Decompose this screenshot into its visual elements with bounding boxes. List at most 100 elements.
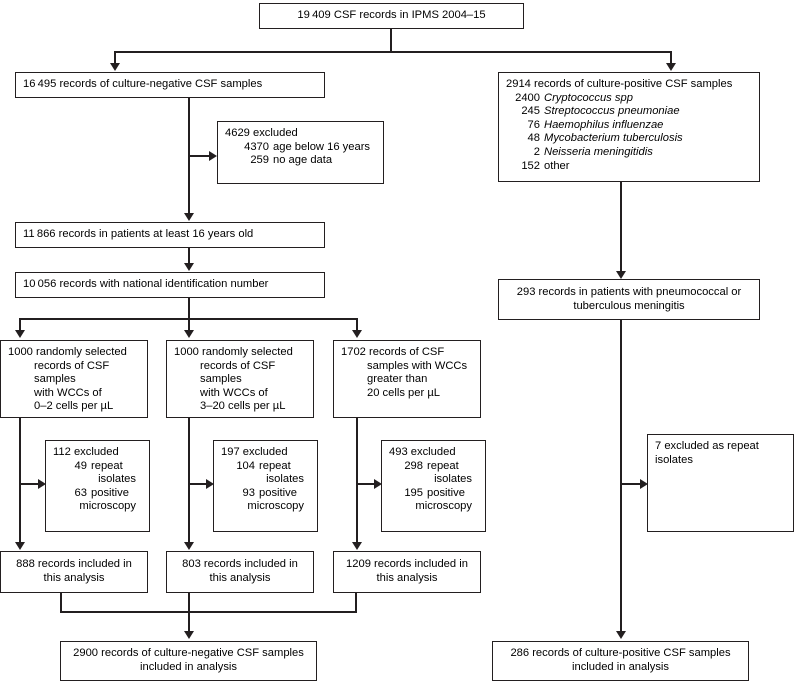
connector-merge-stem: [188, 611, 190, 635]
excluded-low-wrap: microscopy: [79, 500, 136, 513]
node-wcc-mid: 1000 randomly selected records of CSF sa…: [166, 340, 314, 418]
connector-included-low-down: [60, 593, 62, 612]
excluded-repeat-isolates-text: 7 excluded as repeat isolates: [655, 440, 759, 466]
excluded-mid-count: 104: [236, 459, 255, 472]
breakdown-organism: Streptococcus pneumoniae: [544, 105, 680, 118]
excluded-low-text: positive: [91, 486, 129, 499]
excluded-low-count: 49: [74, 459, 87, 472]
final-negative-line2: included in analysis: [139, 661, 238, 673]
node-excluded-repeat-isolates: 7 excluded as repeat isolates: [647, 434, 794, 532]
arrow-to-wcc-mid: [184, 330, 194, 338]
excluded-mid-item: 93 positive: [221, 487, 310, 501]
arrow-to-national-id: [184, 263, 194, 271]
wcc-low-line2: records of CSF samples: [34, 359, 110, 386]
breakdown-count: 152: [521, 159, 540, 172]
breakdown-count: 2400: [515, 91, 540, 104]
wcc-high-line4: 20 cells per µL: [367, 386, 440, 399]
connector-16-to-id: [188, 248, 190, 267]
culture-negative-text: 16 495 records of culture-negative CSF s…: [23, 78, 263, 91]
excluded-mid-wrap: isolates: [266, 473, 304, 486]
excluded-high-text: repeat: [427, 459, 459, 472]
arrow-to-final-positive: [616, 631, 626, 639]
connector-to-excluded-isolates: [620, 483, 642, 485]
arrow-to-excluded-mid: [206, 479, 214, 489]
included-high-line2: this analysis: [376, 572, 438, 584]
node-included-low: 888 records included in this analysis: [0, 551, 148, 593]
excluded-high-text: positive: [427, 486, 465, 499]
excluded-mid-count: 93: [242, 486, 255, 499]
excluded-low-item: 63 positive: [53, 487, 142, 501]
connector-included-high-down: [355, 593, 357, 612]
connector-included-mid-down: [188, 593, 190, 612]
connector-wcc-high-drop: [356, 318, 358, 332]
arrow-to-included-high: [352, 542, 362, 550]
node-national-id: 10 056 records with national identificat…: [15, 272, 325, 298]
connector-meningitis-stem: [620, 320, 622, 635]
excluded-age-count: 4370: [244, 140, 269, 153]
connector-top-right-drop: [670, 51, 672, 65]
connector-positive-stem: [620, 182, 622, 275]
connector-id-stem: [188, 298, 190, 320]
breakdown-organism: Mycobacterium tuberculosis: [544, 132, 683, 145]
arrow-to-wcc-low: [15, 330, 25, 338]
excluded-mid-heading: 197 excluded: [221, 446, 288, 458]
breakdown-count: 2: [533, 145, 540, 158]
connector-wcc-high-stem: [356, 418, 358, 546]
node-culture-positive: 2914 records of culture-positive CSF sam…: [498, 72, 760, 182]
breakdown-organism: Cryptococcus spp: [544, 91, 633, 104]
final-negative-line1: 2900 records of culture-negative CSF sam…: [73, 647, 304, 660]
excluded-mid-text: positive: [259, 486, 297, 499]
node-at-least-16: 11 866 records in patients at least 16 y…: [15, 222, 325, 248]
excluded-low-count: 63: [74, 486, 87, 499]
excluded-mid-text: repeat: [259, 459, 291, 472]
wcc-high-line3: greater than: [367, 373, 428, 386]
excluded-age-count: 259: [250, 154, 269, 167]
wcc-low-line4: 0–2 cells per µL: [34, 400, 114, 413]
connector-wcc-mid-stem: [188, 418, 190, 546]
node-culture-negative: 16 495 records of culture-negative CSF s…: [15, 72, 325, 98]
final-positive-line2: included in analysis: [571, 661, 670, 673]
excluded-high-count: 298: [404, 459, 423, 472]
included-mid-line2: this analysis: [209, 572, 271, 584]
arrow-to-excluded-low: [38, 479, 46, 489]
connector-wcc-low-stem: [19, 418, 21, 546]
excluded-age-item: 4370 age below 16 years: [225, 141, 376, 155]
wcc-mid-line3: with WCCs of: [200, 386, 268, 399]
wcc-mid-line1: 1000 randomly selected: [174, 346, 293, 358]
final-positive-line1: 286 records of culture-positive CSF samp…: [510, 647, 731, 660]
node-final-negative: 2900 records of culture-negative CSF sam…: [60, 641, 317, 681]
arrow-to-wcc-high: [352, 330, 362, 338]
wcc-low-line3: with WCCs of: [34, 386, 102, 399]
excluded-mid-wrap: microscopy: [247, 500, 304, 513]
culture-positive-heading: 2914 records of culture-positive CSF sam…: [506, 78, 733, 90]
wcc-high-line2: samples with WCCs: [367, 359, 468, 372]
node-excluded-mid: 197 excluded 104 repeat isolates 93 positi…: [213, 440, 318, 532]
included-low-line2: this analysis: [43, 572, 105, 584]
arrow-to-final-negative: [184, 631, 194, 639]
arrow-to-culture-negative: [110, 63, 120, 71]
excluded-mid-item: 104 repeat: [221, 460, 310, 474]
node-final-positive: 286 records of culture-positive CSF samp…: [492, 641, 749, 681]
total-records-text: 19 409 CSF records in IPMS 2004–15: [297, 9, 486, 22]
connector-high-to-excluded: [356, 483, 377, 485]
meningitis-records-line2: tuberculous meningitis: [573, 299, 685, 312]
node-wcc-high: 1702 records of CSF samples with WCCs gr…: [333, 340, 481, 418]
arrow-to-excluded-isolates: [640, 479, 648, 489]
wcc-low-line1: 1000 randomly selected: [8, 346, 127, 358]
excluded-age-text: age below 16 years: [273, 140, 371, 153]
connector-top-split-bar: [114, 51, 672, 53]
connector-total-stem: [390, 29, 392, 52]
breakdown-count: 48: [527, 132, 540, 145]
excluded-high-wrap: isolates: [434, 473, 472, 486]
node-included-mid: 803 records included in this analysis: [166, 551, 314, 593]
wcc-mid-line2: records of CSF samples: [200, 359, 276, 386]
included-low-line1: 888 records included in: [16, 558, 132, 571]
node-meningitis-records: 293 records in patients with pneumococca…: [498, 279, 760, 320]
